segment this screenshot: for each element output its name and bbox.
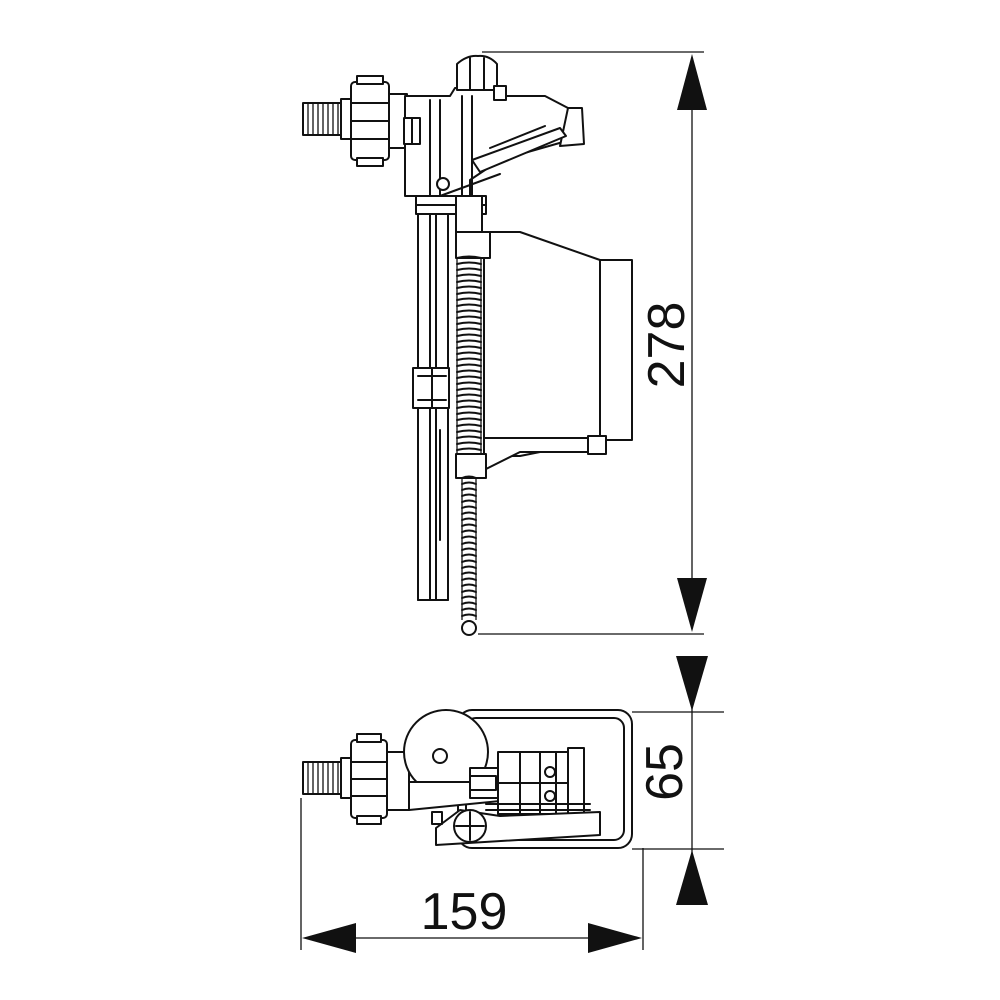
rod-thread [461, 607, 477, 611]
spring-coil [456, 369, 482, 373]
depth-label: 65 [636, 743, 694, 801]
side-threaded-inlet [302, 98, 352, 140]
rod-thread [461, 475, 477, 479]
spring-coil [456, 333, 482, 337]
top-valve-disc [403, 709, 511, 811]
depth-arrow-top [676, 656, 708, 711]
rod-thread [461, 559, 477, 563]
spring-coil [456, 417, 482, 421]
width-label: 159 [420, 883, 508, 941]
rod-thread [461, 499, 477, 503]
rod-thread [461, 541, 477, 545]
side-valve-body [403, 87, 585, 197]
rod-thread [461, 505, 477, 509]
spring-coil [456, 291, 482, 295]
side-top-cap [456, 54, 507, 101]
rod-thread [461, 481, 477, 485]
rod-thread [461, 553, 477, 557]
rod-thread [461, 511, 477, 515]
spring-coil [456, 309, 482, 313]
spring-coil [456, 351, 482, 355]
rod-thread [461, 535, 477, 539]
top-nut [350, 733, 410, 825]
top-lever [469, 747, 585, 819]
spring-coil [456, 285, 482, 289]
spring-coil [456, 387, 482, 391]
spring-coil [456, 345, 482, 349]
spring-coil [456, 279, 482, 283]
spring-coil [456, 363, 482, 367]
rod-thread [461, 547, 477, 551]
spring-coil [456, 303, 482, 307]
rod-thread [461, 493, 477, 497]
rod-thread [461, 517, 477, 521]
side-nut [350, 75, 408, 167]
spring-coil [456, 375, 482, 379]
spring-coil [456, 321, 482, 325]
top-threaded-inlet [302, 757, 352, 799]
spring-coil [456, 267, 482, 271]
height-dimension [478, 51, 707, 635]
spring-coil [456, 255, 482, 259]
rod-thread [461, 601, 477, 605]
spring-coil [456, 423, 482, 427]
side-view [302, 54, 633, 636]
height-arrow-top [677, 54, 707, 110]
spring-coil [456, 393, 482, 397]
rod-thread [461, 613, 477, 617]
rod-thread [461, 529, 477, 533]
rod-thread [461, 487, 477, 491]
rod-thread [461, 565, 477, 569]
spring-coil [456, 435, 482, 439]
width-arrow-left [302, 923, 356, 953]
top-view [302, 709, 633, 849]
spring-coil [456, 297, 482, 301]
depth-dimension [632, 656, 724, 905]
width-arrow-right [588, 923, 642, 953]
rod-thread [461, 589, 477, 593]
spring-coil [456, 357, 482, 361]
spring-coil [456, 339, 482, 343]
spring-coil [456, 411, 482, 415]
side-float-box [483, 231, 633, 471]
rod-thread [461, 595, 477, 599]
rod-thread [461, 523, 477, 527]
spring-coil [456, 399, 482, 403]
rod-thread [461, 583, 477, 587]
rod-thread [461, 571, 477, 575]
spring-coil [456, 447, 482, 451]
spring-coil [456, 315, 482, 319]
spring-coil [456, 405, 482, 409]
spring-coil [456, 273, 482, 277]
spring-coil [456, 429, 482, 433]
side-threaded-rod [455, 195, 491, 636]
spring-coil [456, 441, 482, 445]
rod-thread [461, 577, 477, 581]
spring-coil [456, 261, 482, 265]
height-label: 278 [638, 301, 696, 389]
spring-coil [456, 327, 482, 331]
depth-arrow-bottom [676, 850, 708, 905]
side-clip [412, 367, 450, 409]
top-bracket [431, 803, 601, 846]
width-dimension [300, 798, 644, 953]
height-arrow-bottom [677, 578, 707, 632]
spring-coil [456, 381, 482, 385]
